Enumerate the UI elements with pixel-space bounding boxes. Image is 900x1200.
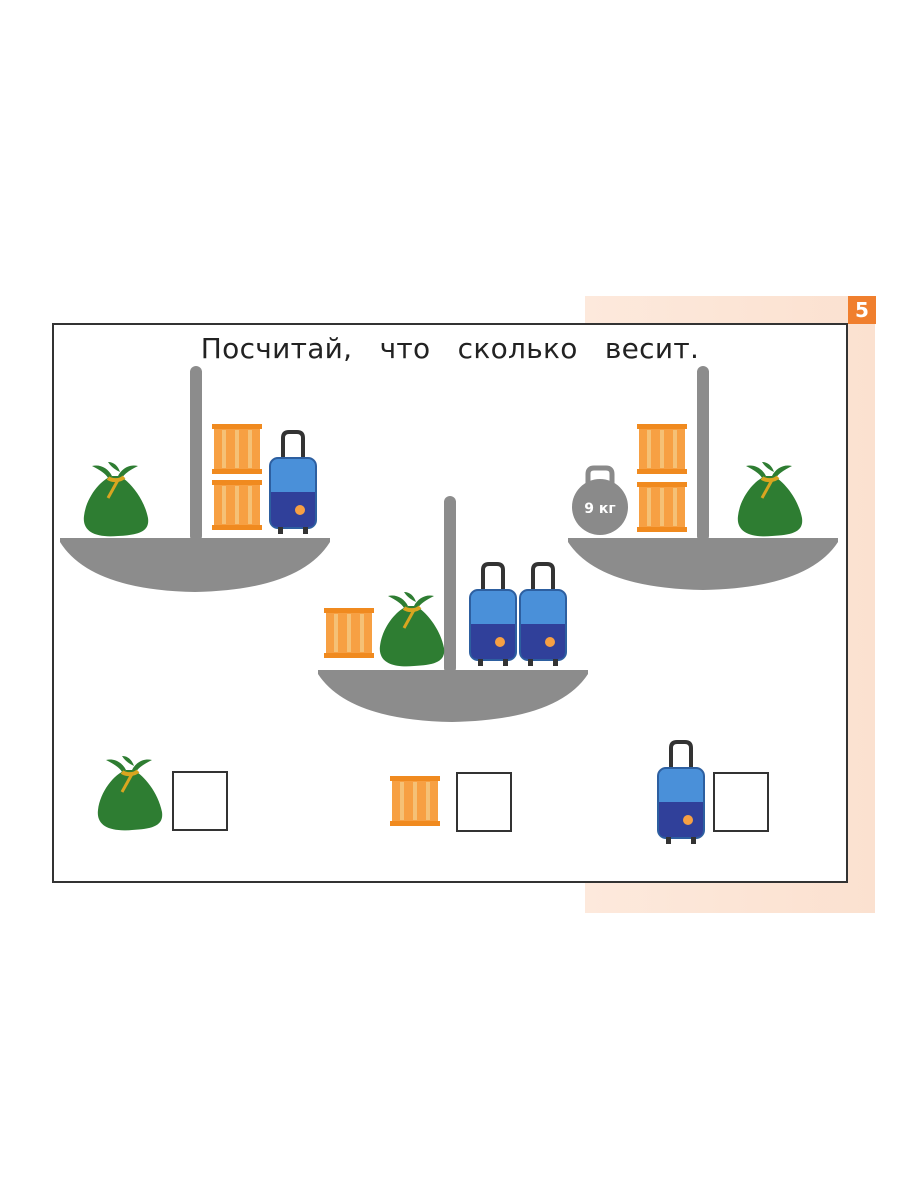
crate-icon	[637, 482, 687, 532]
scale-right: 9 кг	[568, 366, 838, 590]
scale-pan	[60, 538, 330, 592]
answer-bag-icon	[95, 754, 165, 833]
scale-pole	[697, 366, 709, 542]
page-number: 5	[848, 296, 876, 324]
answer-box-suitcase[interactable]	[713, 772, 769, 832]
answer-box-bag[interactable]	[172, 771, 228, 831]
weight-label: 9 кг	[584, 501, 615, 517]
crate-icon	[324, 608, 374, 658]
suitcase-icon	[268, 430, 318, 536]
bag-icon	[377, 590, 447, 669]
scale-left	[60, 366, 330, 592]
crate-icon	[212, 424, 262, 474]
weight-icon: 9 кг	[572, 465, 628, 535]
page-title: Посчитай, что сколько весит.	[200, 332, 700, 365]
bag-icon	[81, 460, 151, 539]
scale-pan	[568, 538, 838, 590]
answer-box-crate[interactable]	[456, 772, 512, 832]
crate-icon	[212, 480, 262, 530]
scale-pole	[444, 496, 456, 674]
scale-pole	[190, 366, 202, 542]
crate-icon	[637, 424, 687, 474]
scale-middle	[318, 496, 588, 722]
answer-crate-icon	[390, 776, 440, 826]
suitcase-icon	[468, 562, 518, 668]
answer-suitcase-icon	[656, 740, 706, 846]
suitcase-icon	[518, 562, 568, 668]
bag-icon	[735, 460, 805, 539]
scale-pan	[318, 670, 588, 722]
